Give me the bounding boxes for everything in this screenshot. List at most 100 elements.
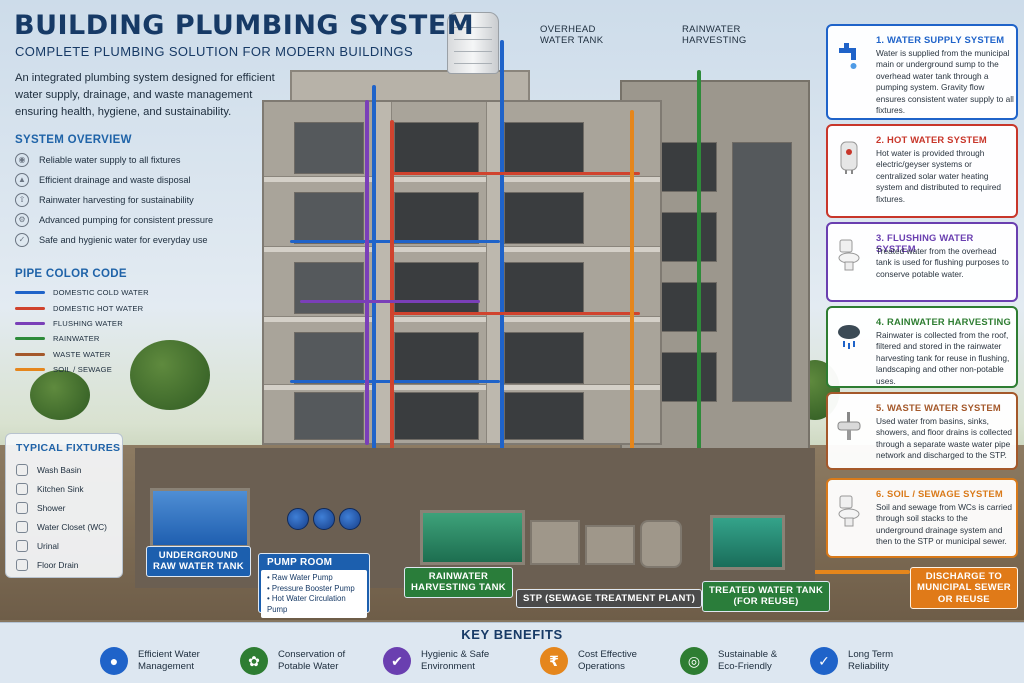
rain-cloud-icon <box>838 325 860 349</box>
fixture-item: Wash Basin <box>16 460 107 479</box>
legend-swatch <box>15 337 45 341</box>
legend-swatch <box>15 368 45 372</box>
stp-label: STP (SEWAGE TREATMENT PLANT) <box>516 589 703 609</box>
overview-heading: SYSTEM OVERVIEW <box>15 134 132 146</box>
treated-tank-label: TREATED WATER TANK (FOR REUSE) <box>702 581 831 612</box>
pump-room-title: PUMP ROOM <box>267 557 333 568</box>
fixture-item: Water Closet (WC) <box>16 517 107 536</box>
rainwater-tank-illustration <box>420 510 525 565</box>
overhead-tank-illustration <box>447 12 499 74</box>
card-text: Used water from basins, sinks, showers, … <box>876 416 1013 461</box>
card-rainwater-harvesting: 4. RAINWATER HARVESTING Rainwater is col… <box>826 306 1018 388</box>
rupee-icon: ₹ <box>540 647 568 675</box>
fixture-item: Floor Drain <box>16 555 107 574</box>
card-title: 6. SOIL / SEWAGE SYSTEM <box>876 488 1003 499</box>
wc-icon <box>838 495 860 527</box>
card-water-supply: 1. WATER SUPPLY SYSTEM Water is supplied… <box>826 24 1018 120</box>
floor-drain-icon <box>16 558 28 571</box>
shower-icon <box>16 501 28 514</box>
faucet-icon <box>839 43 857 69</box>
benefit-item: ✔Hygienic & Safe Environment <box>383 643 489 679</box>
legend-swatch <box>15 291 45 295</box>
fixture-item: Shower <box>16 498 107 517</box>
page-title: BUILDING PLUMBING SYSTEM <box>14 10 475 41</box>
benefit-item: ₹Cost Effective Operations <box>540 643 637 679</box>
pump-room-item: • Pressure Booster Pump <box>267 583 355 593</box>
soil-pipe <box>630 110 634 460</box>
flushing-water-pipe <box>300 300 480 303</box>
overview-item: ⇧Rainwater harvesting for sustainability <box>15 190 255 210</box>
tree <box>30 370 90 420</box>
stp-chamber <box>530 520 580 565</box>
overhead-tank-label: OVERHEAD WATER TANK <box>540 24 604 47</box>
urinal-icon <box>16 539 28 552</box>
toilet-icon <box>16 520 28 533</box>
overview-item: ▲Efficient drainage and waste disposal <box>15 170 255 190</box>
card-title: 3. FLUSHING WATER SYSTEM <box>876 232 974 254</box>
legend-item: DOMESTIC COLD WATER <box>15 285 149 300</box>
legend-item: WASTE WATER <box>15 347 149 362</box>
legend-swatch <box>15 352 45 356</box>
benefit-item: ◎Sustainable & Eco-Friendly <box>680 643 777 679</box>
card-soil-sewage: 6. SOIL / SEWAGE SYSTEM Soil and sewage … <box>826 478 1018 558</box>
pump-icon <box>313 508 335 530</box>
card-text: Water is supplied from the municipal mai… <box>876 48 1014 116</box>
card-waste-water: 5. WASTE WATER SYSTEM Used water from ba… <box>826 392 1018 470</box>
leaf-icon: ✿ <box>240 647 268 675</box>
overview-list: ◉Reliable water supply to all fixtures ▲… <box>15 150 255 250</box>
underground-tank-illustration <box>150 488 250 548</box>
wash-basin-icon <box>16 463 28 476</box>
card-flushing-water: 3. FLUSHING WATER SYSTEM Treated water f… <box>826 222 1018 302</box>
globe-icon: ◎ <box>680 647 708 675</box>
overview-item: ◉Reliable water supply to all fixtures <box>15 150 255 170</box>
card-title: 2. HOT WATER SYSTEM <box>876 134 987 145</box>
legend-item: RAINWATER <box>15 331 149 346</box>
check-shield-icon: ✓ <box>810 647 838 675</box>
legend-item: FLUSHING WATER <box>15 316 149 331</box>
hot-water-pipe <box>390 120 394 450</box>
intro-text: An integrated plumbing system designed f… <box>15 72 275 118</box>
legend-item: SOIL / SEWAGE <box>15 362 149 377</box>
pump-room-panel: PUMP ROOM • Raw Water Pump • Pressure Bo… <box>258 553 370 619</box>
hot-water-pipe <box>390 172 640 175</box>
card-title: 4. RAINWATER HARVESTING <box>876 316 1011 327</box>
pump-room-item: • Raw Water Pump <box>267 573 333 582</box>
cold-water-pipe <box>290 240 500 243</box>
card-title: 1. WATER SUPPLY SYSTEM <box>876 34 1005 45</box>
overview-item: ⚙Advanced pumping for consistent pressur… <box>15 210 255 230</box>
pump-icon <box>287 508 309 530</box>
benefits-heading: KEY BENEFITS <box>461 627 563 642</box>
fixtures-heading: TYPICAL FIXTURES <box>16 442 121 454</box>
card-text: Treated water from the overhead tank is … <box>876 246 1009 279</box>
hot-water-pipe <box>390 312 640 315</box>
shield-icon: ✔ <box>383 647 411 675</box>
benefit-item: ●Efficient Water Management <box>100 643 200 679</box>
cold-water-pipe <box>500 40 504 460</box>
rainwater-pipe <box>697 70 701 510</box>
fixture-item: Urinal <box>16 536 107 555</box>
discharge-label: DISCHARGE TO MUNICIPAL SEWER OR REUSE <box>910 567 1018 610</box>
overview-item: ✓Safe and hygienic water for everyday us… <box>15 230 255 250</box>
toilet-icon <box>838 239 860 271</box>
benefit-item: ✿Conservation of Potable Water <box>240 643 345 679</box>
cold-water-pipe <box>372 85 376 455</box>
rainwater-harvesting-label: RAINWATER HARVESTING <box>682 24 747 47</box>
card-text: Hot water is provided through electric/g… <box>876 148 1001 204</box>
key-benefits-bar: KEY BENEFITS ●Efficient Water Management… <box>0 622 1024 683</box>
fixture-item: Kitchen Sink <box>16 479 107 498</box>
sink-icon <box>837 412 861 440</box>
discharge-pipe <box>785 570 910 574</box>
legend-item: DOMESTIC HOT WATER <box>15 300 149 315</box>
water-tap-icon: ◉ <box>15 153 29 167</box>
card-title: 5. WASTE WATER SYSTEM <box>876 402 1001 413</box>
legend-swatch <box>15 321 45 325</box>
treated-tank-illustration <box>710 515 785 570</box>
card-text: Soil and sewage from WCs is carried thro… <box>876 502 1013 547</box>
stp-chamber <box>640 520 682 568</box>
card-text: Rainwater is collected from the roof, fi… <box>876 330 1010 386</box>
rainwater-tank-label: RAINWATER HARVESTING TANK <box>404 567 513 598</box>
flushing-water-pipe <box>365 100 369 445</box>
legend-swatch <box>15 306 45 310</box>
tree <box>130 340 210 410</box>
